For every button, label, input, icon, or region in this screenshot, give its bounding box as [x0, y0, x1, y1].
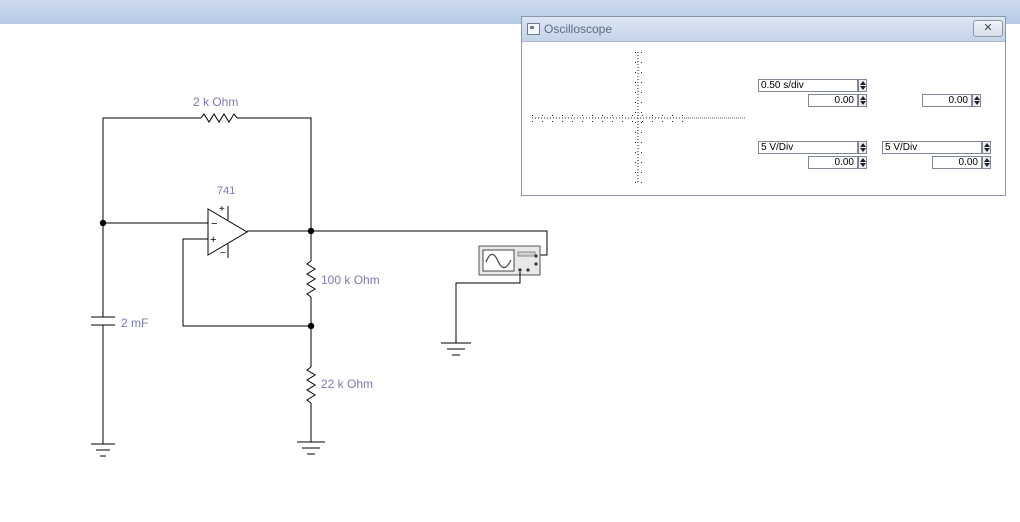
label-22k-ohm: 22 k Ohm: [321, 377, 373, 391]
capacitor-2mf[interactable]: [91, 316, 115, 326]
ground-symbol-divider: [297, 441, 325, 455]
trigger-level-spinner[interactable]: [972, 94, 981, 107]
wire-noninverting-input: [182, 238, 311, 327]
opamp-minus-sign: −: [211, 218, 217, 230]
wire-feedback-left: [102, 117, 201, 223]
opamp-supply-plus: +: [219, 204, 225, 215]
opamp-741[interactable]: [207, 206, 248, 258]
x-position-field[interactable]: 0.00: [808, 94, 858, 107]
junction-output: [307, 227, 315, 235]
channel-b-position-field[interactable]: 0.00: [932, 156, 982, 169]
oscilloscope-title: Oscilloscope: [544, 22, 613, 36]
oscilloscope-grid: [532, 52, 746, 184]
spinner-down-icon: [860, 101, 866, 105]
resistor-100k-ohm[interactable]: [306, 260, 316, 298]
channel-a-scale-field[interactable]: 5 V/Div: [758, 141, 858, 154]
channel-b-scale-field[interactable]: 5 V/Div: [882, 141, 982, 154]
spinner-down-icon: [984, 148, 990, 152]
oscilloscope-display: [532, 52, 746, 184]
junction-inverting: [99, 219, 107, 227]
timebase-spinner[interactable]: [858, 79, 867, 92]
close-icon: ✕: [983, 22, 993, 34]
close-button[interactable]: ✕: [973, 20, 1003, 37]
ground-symbol-scope: [441, 342, 471, 356]
channel-b-scale-spinner[interactable]: [982, 141, 991, 154]
oscilloscope-titlebar[interactable]: Oscilloscope ✕: [522, 17, 1005, 42]
spinner-up-icon: [860, 96, 866, 100]
label-100k-ohm: 100 k Ohm: [321, 273, 380, 287]
label-2mf: 2 mF: [121, 316, 148, 330]
channel-a-position-spinner[interactable]: [858, 156, 867, 169]
spinner-down-icon: [860, 148, 866, 152]
label-2k-ohm: 2 k Ohm: [193, 95, 238, 109]
opamp-supply-minus: −: [220, 248, 226, 259]
wire-scope-ground: [455, 272, 521, 343]
ground-symbol-capacitor: [91, 443, 115, 457]
spinner-down-icon: [860, 163, 866, 167]
channel-a-scale-spinner[interactable]: [858, 141, 867, 154]
spinner-up-icon: [984, 143, 990, 147]
spinner-up-icon: [974, 96, 980, 100]
timebase-field[interactable]: 0.50 s/div: [758, 79, 858, 92]
channel-a-position-field[interactable]: 0.00: [808, 156, 858, 169]
spinner-down-icon: [974, 101, 980, 105]
resistor-22k-ohm[interactable]: [306, 366, 316, 404]
opamp-label: 741: [217, 185, 235, 197]
spinner-up-icon: [984, 158, 990, 162]
spinner-up-icon: [860, 81, 866, 85]
spinner-down-icon: [860, 86, 866, 90]
oscilloscope-window[interactable]: Oscilloscope ✕ 0.50 s/div 0.00 0.00 5 V/…: [521, 16, 1006, 196]
wire-feedback-right: [237, 117, 312, 231]
spinner-up-icon: [860, 143, 866, 147]
x-position-spinner[interactable]: [858, 94, 867, 107]
channel-b-position-spinner[interactable]: [982, 156, 991, 169]
opamp-plus-sign: +: [210, 234, 216, 246]
resistor-2k-ohm[interactable]: [200, 113, 238, 123]
wire-output: [247, 230, 548, 256]
trigger-level-field[interactable]: 0.00: [922, 94, 972, 107]
oscilloscope-instrument[interactable]: [478, 245, 541, 276]
spinner-down-icon: [984, 163, 990, 167]
spinner-up-icon: [860, 158, 866, 162]
junction-divider: [307, 322, 315, 330]
window-app-icon: [527, 23, 540, 35]
